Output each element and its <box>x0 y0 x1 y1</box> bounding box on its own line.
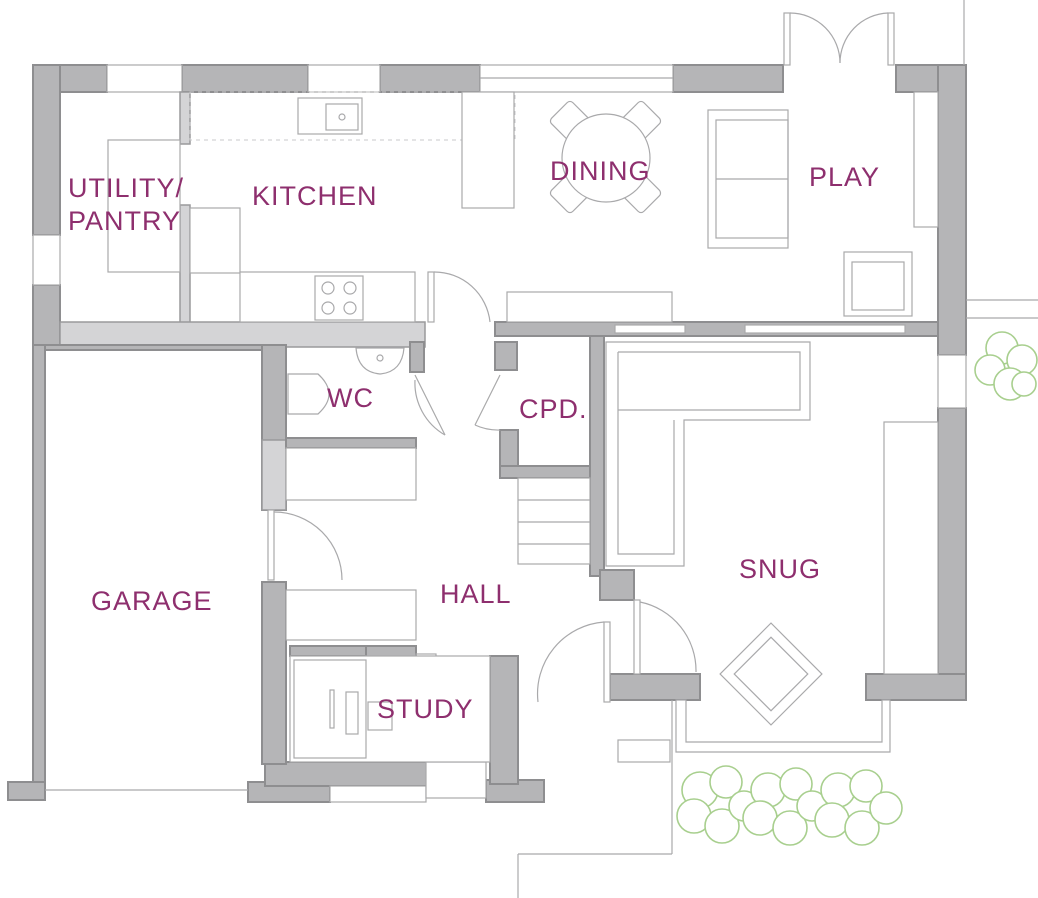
room-label-study: STUDY <box>377 694 474 724</box>
external-walls <box>7 64 967 803</box>
armchair-icon <box>843 251 913 317</box>
room-label-kitchen: KITCHEN <box>252 181 378 211</box>
study-furniture <box>289 655 491 763</box>
room-label-snug: SNUG <box>739 554 821 584</box>
hob-icon <box>314 275 364 321</box>
shrub-icon <box>676 765 760 844</box>
room-label-hall: HALL <box>440 579 512 609</box>
room-label-cpd: CPD. <box>519 394 588 424</box>
chair-icon <box>367 701 393 731</box>
keyboard-icon <box>345 691 359 735</box>
site-lines <box>517 0 1038 898</box>
snug-furniture <box>605 341 939 763</box>
wc-fittings <box>285 347 417 501</box>
room-label-dining: DINING <box>550 156 651 186</box>
shrub-icon <box>814 769 903 846</box>
dining-table-icon <box>549 100 662 214</box>
planting <box>676 331 1038 846</box>
room-labels: UTILITY/PANTRY KITCHEN DINING PLAY WC CP… <box>68 156 880 724</box>
corner-sofa-icon <box>605 341 811 567</box>
play-furniture <box>707 91 939 317</box>
room-label-wc: WC <box>327 383 374 413</box>
armchair-icon <box>719 622 823 726</box>
shrub-icon <box>974 331 1038 401</box>
room-label-utility: UTILITY/PANTRY <box>68 173 184 236</box>
shrub-icon <box>742 767 828 846</box>
stairs <box>517 477 591 565</box>
toilet-icon <box>287 373 330 415</box>
room-label-garage: GARAGE <box>91 586 213 616</box>
room-label-play: PLAY <box>809 162 880 192</box>
kitchen-fittings <box>107 91 673 323</box>
doors <box>267 12 895 703</box>
hall-fittings <box>285 589 437 665</box>
windows <box>32 64 967 803</box>
